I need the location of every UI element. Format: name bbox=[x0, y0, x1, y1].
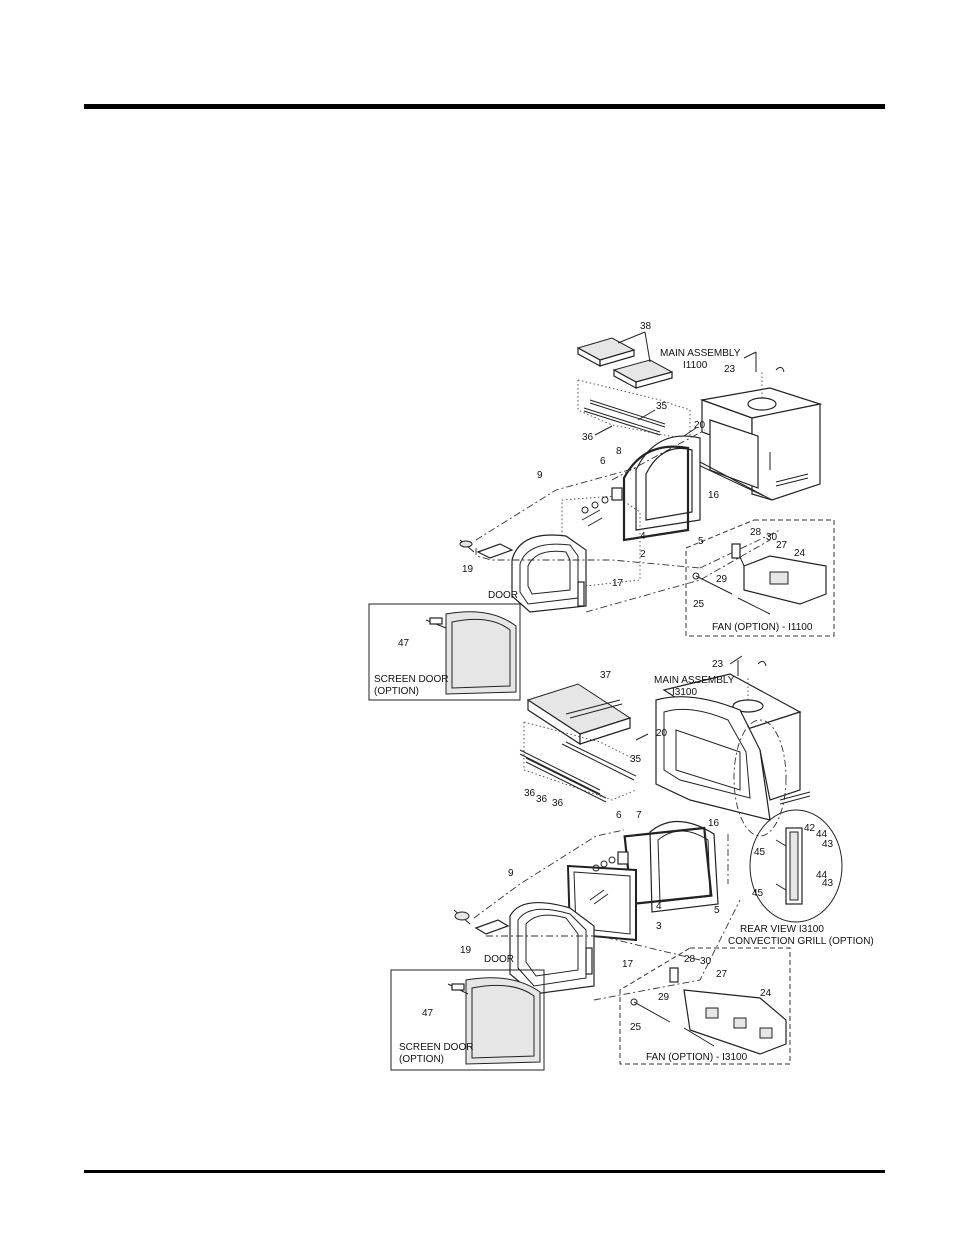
model-label-upper: I1100 bbox=[683, 360, 708, 371]
door-label-lower: DOOR bbox=[484, 954, 514, 965]
callout-37: 37 bbox=[600, 670, 612, 681]
fan-caption-lower: FAN (OPTION) - I3100 bbox=[646, 1052, 748, 1063]
callout-29: 29 bbox=[716, 574, 728, 585]
callout-23-lower: 23 bbox=[712, 659, 724, 670]
rear-view-convection-grill bbox=[749, 809, 843, 923]
callout-47: 47 bbox=[398, 638, 410, 649]
callout-4: 4 bbox=[640, 531, 646, 542]
callout-4-lower: 4 bbox=[656, 901, 662, 912]
callout-35: 35 bbox=[656, 401, 668, 412]
callout-36-c: 36 bbox=[552, 798, 564, 809]
callout-19-lower: 19 bbox=[460, 945, 472, 956]
screen-door-caption-lower-1: SCREEN DOOR bbox=[399, 1042, 473, 1053]
bottom-rule bbox=[84, 1170, 885, 1173]
callout-7: 7 bbox=[636, 810, 642, 821]
callout-27: 27 bbox=[776, 540, 788, 551]
callout-30-lower: 30 bbox=[700, 956, 712, 967]
callout-35-lower: 35 bbox=[630, 754, 642, 765]
brick-panels-37 bbox=[526, 683, 632, 746]
door-frame-16-lower bbox=[623, 820, 719, 913]
stove-body-i3100 bbox=[655, 673, 811, 837]
callout-30: 30 bbox=[766, 532, 778, 543]
callout-24-lower: 24 bbox=[760, 988, 772, 999]
callout-5-lower: 5 bbox=[714, 905, 720, 916]
brick-panels-38 bbox=[576, 331, 674, 390]
callout-44-b: 44 bbox=[816, 870, 828, 881]
top-rule bbox=[84, 104, 885, 109]
main-assembly-label-upper: MAIN ASSEMBLY bbox=[660, 348, 741, 359]
callout-3: 3 bbox=[656, 921, 662, 932]
callout-17-lower: 17 bbox=[622, 959, 634, 970]
callout-20: 20 bbox=[694, 420, 706, 431]
fan-caption-upper: FAN (OPTION) - I1100 bbox=[712, 622, 813, 633]
callout-6-lower: 6 bbox=[616, 810, 622, 821]
screen-door-caption-lower-2: (OPTION) bbox=[399, 1054, 444, 1065]
callout-43-a: 43 bbox=[822, 839, 834, 850]
callout-19: 19 bbox=[462, 564, 474, 575]
callout-36-a: 36 bbox=[524, 788, 536, 799]
callout-16-lower: 16 bbox=[708, 818, 720, 829]
callout-20-lower: 20 bbox=[656, 728, 668, 739]
lower-assembly-i3100 bbox=[390, 655, 843, 1071]
main-assembly-label-lower: MAIN ASSEMBLY bbox=[654, 675, 735, 686]
model-label-lower: I3100 bbox=[672, 687, 697, 698]
callout-45-a: 45 bbox=[754, 847, 766, 858]
callout-36: 36 bbox=[582, 432, 594, 443]
callout-28: 28 bbox=[750, 527, 762, 538]
door-label-upper: DOOR bbox=[488, 590, 518, 601]
screen-door-i1100 bbox=[368, 603, 521, 701]
callout-23: 23 bbox=[724, 364, 736, 375]
callout-42: 42 bbox=[804, 823, 816, 834]
rear-view-caption-2: CONVECTION GRILL (OPTION) bbox=[728, 936, 874, 947]
callout-9-lower: 9 bbox=[508, 868, 514, 879]
callout-6: 6 bbox=[600, 456, 606, 467]
callout-44-a: 44 bbox=[816, 829, 828, 840]
door-frame-16 bbox=[622, 435, 701, 542]
callout-5: 5 bbox=[698, 536, 704, 547]
callout-45-b: 45 bbox=[752, 888, 764, 899]
door-i1100 bbox=[511, 534, 587, 613]
callout-9: 9 bbox=[537, 470, 543, 481]
callout-16: 16 bbox=[708, 490, 720, 501]
callout-28-lower: 28 bbox=[684, 954, 696, 965]
callouts-upper: 38 23 35 36 20 9 6 8 16 4 5 2 19 17 28 3… bbox=[398, 321, 806, 649]
rear-view-caption-1: REAR VIEW I3100 bbox=[740, 924, 824, 935]
callout-24: 24 bbox=[794, 548, 806, 559]
callout-2: 2 bbox=[640, 549, 646, 560]
stove-body-i1100 bbox=[691, 370, 823, 501]
callout-27-lower: 27 bbox=[716, 969, 728, 980]
door-i3100 bbox=[509, 902, 595, 995]
upper-assembly-i1100 bbox=[368, 331, 835, 701]
screen-door-caption-upper-1: SCREEN DOOR bbox=[374, 674, 448, 685]
fan-box-i1100 bbox=[685, 519, 835, 637]
callout-25-lower: 25 bbox=[630, 1022, 642, 1033]
callout-25: 25 bbox=[693, 599, 705, 610]
callout-43-b: 43 bbox=[822, 878, 834, 889]
callout-29-lower: 29 bbox=[658, 992, 670, 1003]
callout-8: 8 bbox=[616, 446, 622, 457]
callout-47-lower: 47 bbox=[422, 1008, 434, 1019]
callout-17: 17 bbox=[612, 578, 624, 589]
callout-38: 38 bbox=[640, 321, 652, 332]
fan-box-i3100 bbox=[619, 947, 791, 1065]
callouts-lower: 23 37 20 35 36 36 36 6 7 16 9 4 5 3 19 1… bbox=[422, 659, 834, 1033]
screen-door-i3100 bbox=[390, 969, 545, 1071]
screen-door-caption-upper-2: (OPTION) bbox=[374, 686, 419, 697]
callout-36-b: 36 bbox=[536, 794, 548, 805]
